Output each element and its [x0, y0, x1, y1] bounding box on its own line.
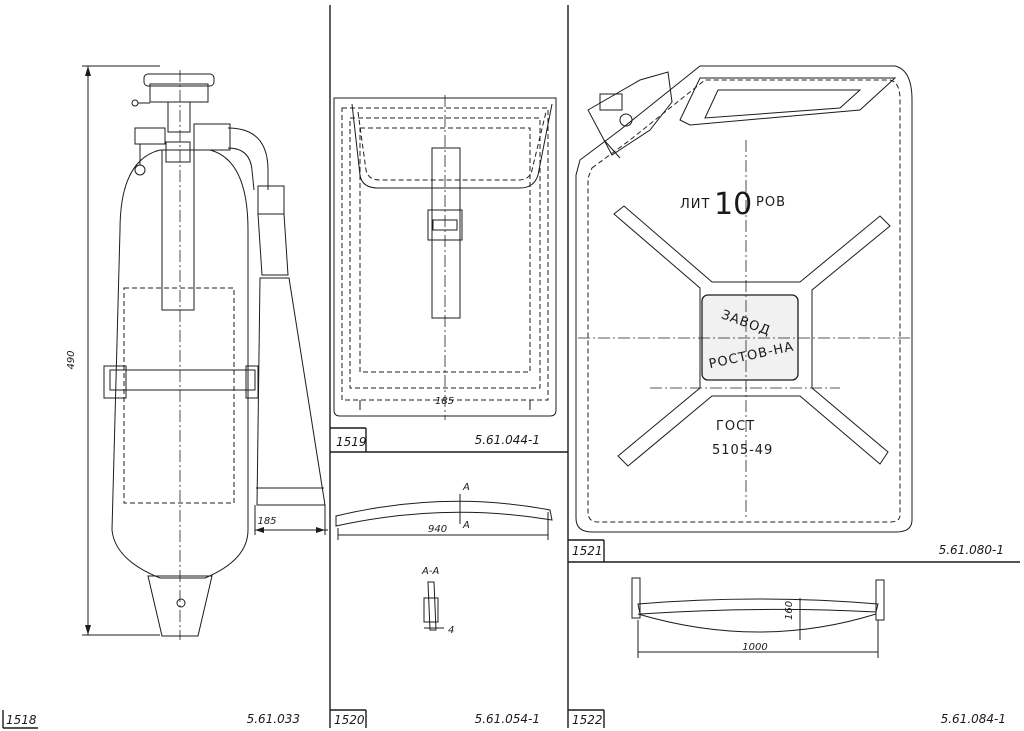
panel-dividers — [2, 5, 1020, 729]
jerrycan-drawing — [575, 65, 913, 533]
canister-gost-title: ГОСТ — [716, 419, 755, 434]
canister-liter-number: 10 — [714, 187, 752, 222]
panel-1521-code: 5.61.080-1 — [939, 543, 1004, 557]
strap-drawing — [335, 494, 553, 631]
panel-1520-code: 5.61.054-1 — [475, 712, 540, 726]
bag-drawing — [333, 95, 557, 420]
nozzle-width-label: 185 — [257, 516, 276, 527]
canister-liter-left: ЛИТ — [680, 197, 710, 212]
panel-1519-number: 1519 — [336, 435, 367, 449]
handle-length-label: 1000 — [742, 642, 767, 653]
section-mark-bottom: A — [462, 520, 470, 531]
handle-height-label: 160 — [784, 601, 795, 620]
extinguisher-height-label: 490 — [66, 350, 77, 369]
extinguisher-drawing — [82, 65, 328, 640]
section-thickness-label: 4 — [448, 625, 454, 636]
section-title: A-A — [421, 566, 439, 577]
section-mark-top: A — [462, 482, 470, 493]
panel-1522-code: 5.61.084-1 — [941, 712, 1006, 726]
panel-1518-number: 1518 — [6, 713, 37, 727]
canister-liter-right: РОВ — [756, 195, 786, 210]
handle-drawing — [631, 577, 885, 658]
panel-1522-number: 1522 — [572, 713, 603, 727]
canister-gost-number: 5105-49 — [712, 443, 773, 458]
bag-width-label: 185 — [435, 396, 454, 407]
panel-1520-number: 1520 — [334, 713, 365, 727]
panel-1521-number: 1521 — [572, 544, 603, 558]
panel-1518-code: 5.61.033 — [247, 712, 300, 726]
strap-length-label: 940 — [428, 524, 447, 535]
panel-1519-code: 5.61.044-1 — [475, 433, 540, 447]
